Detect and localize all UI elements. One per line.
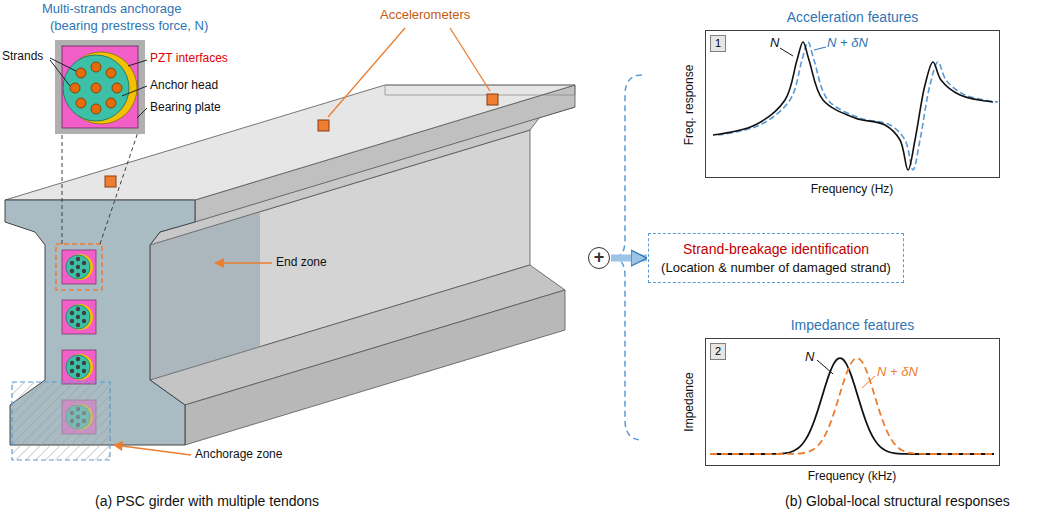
- axis-label: Freq. response: [683, 65, 697, 146]
- drawing-rect: [318, 120, 329, 131]
- drawing-rect: [105, 176, 116, 187]
- drawing-use: [62, 350, 96, 384]
- drawing-line: [100, 132, 138, 244]
- anchorage-zone-box: [12, 382, 110, 460]
- box-heading: Strand-breakage identification: [661, 240, 891, 259]
- drawing-line: [450, 28, 490, 91]
- drawing-line: [328, 28, 405, 117]
- callout-number: 1: [710, 35, 726, 52]
- drawing-rect: [487, 94, 498, 105]
- curve-label: N + δN: [827, 36, 868, 51]
- block-arrow: [611, 255, 647, 262]
- axis-label: Frequency (Hz): [811, 183, 894, 197]
- drawing-line: [222, 262, 272, 264]
- part-label: (a) PSC girder with multiple tendons: [95, 493, 319, 509]
- curve-label: N: [770, 36, 779, 51]
- drawing-circle: [91, 62, 101, 72]
- drawing-line: [122, 446, 191, 455]
- curve-label: N: [805, 350, 814, 365]
- curve-label: N + δN: [877, 365, 918, 380]
- drawing-line: [62, 132, 63, 244]
- drawing-use: [62, 300, 96, 334]
- callout-number: 2: [710, 343, 726, 360]
- part-label: Multi-strands anchorage: [42, 2, 181, 17]
- part-label: Strands: [2, 50, 43, 64]
- zoom-box: [56, 244, 102, 290]
- drawing-line: [137, 108, 147, 118]
- drawing-use: [62, 250, 96, 284]
- drawing-circle: [91, 83, 101, 93]
- drawing-circle: [76, 98, 86, 108]
- part-label: Anchorage zone: [195, 448, 282, 462]
- leader-line: [780, 48, 793, 56]
- drawing-circle: [63, 55, 129, 121]
- leader-line: [817, 360, 833, 374]
- chart-panel: 2Impedance features: [705, 338, 1000, 466]
- part-label: Accelerometers: [380, 8, 470, 23]
- leader-line: [862, 376, 875, 388]
- drawing-circle: [106, 68, 116, 78]
- part-label: PZT interfaces: [150, 52, 228, 66]
- chart-title: Impedance features: [706, 317, 999, 333]
- drawing-polygon: [385, 85, 575, 95]
- chart-title: Acceleration features: [706, 9, 999, 25]
- box-body: (Location & number of damaged strand): [661, 259, 891, 277]
- shifted-impedance-curve: [710, 358, 994, 454]
- baseline-response-curve: [713, 42, 993, 170]
- end-zone-shade: [150, 212, 260, 380]
- part-label: (b) Global-local structural responses: [785, 493, 1010, 509]
- axis-label: Frequency (kHz): [808, 470, 897, 484]
- drawing-circle: [70, 83, 80, 93]
- anchorages: [12, 132, 138, 460]
- part-label: (bearing prestress force, N): [50, 19, 208, 34]
- sum-symbol: +: [588, 247, 610, 269]
- drawing-rect: [62, 46, 138, 128]
- drawing-line: [122, 86, 147, 96]
- part-label: Anchor head: [150, 79, 218, 93]
- part-label: Bearing plate: [150, 101, 221, 115]
- result-box: Strand-breakage identification(Location …: [648, 233, 904, 283]
- accelerometers: [105, 28, 498, 187]
- chart-panel: 1Acceleration features: [705, 30, 1000, 178]
- leader-line: [814, 47, 826, 50]
- drawing-circle: [112, 83, 122, 93]
- drawing-line: [128, 60, 147, 66]
- drawing-circle: [76, 68, 86, 78]
- shifted-response-curve: [718, 42, 998, 170]
- zone-arrows: [113, 258, 272, 455]
- node-text: 2: [711, 344, 725, 359]
- drawing-line: [50, 60, 70, 86]
- drawing-circle: [91, 104, 101, 114]
- drawing-rect: [55, 40, 145, 134]
- baseline-impedance-curve: [710, 358, 994, 454]
- node-text: 1: [711, 36, 725, 51]
- drawing-polygon: [214, 258, 224, 268]
- drawing-polygon: [113, 441, 123, 451]
- axis-label: Impedance: [683, 372, 697, 431]
- drawing-circle: [106, 98, 116, 108]
- strand: [70, 62, 122, 114]
- anchorage-inset: [50, 40, 147, 134]
- node-text: +: [589, 248, 609, 266]
- part-label: End zone: [276, 256, 327, 270]
